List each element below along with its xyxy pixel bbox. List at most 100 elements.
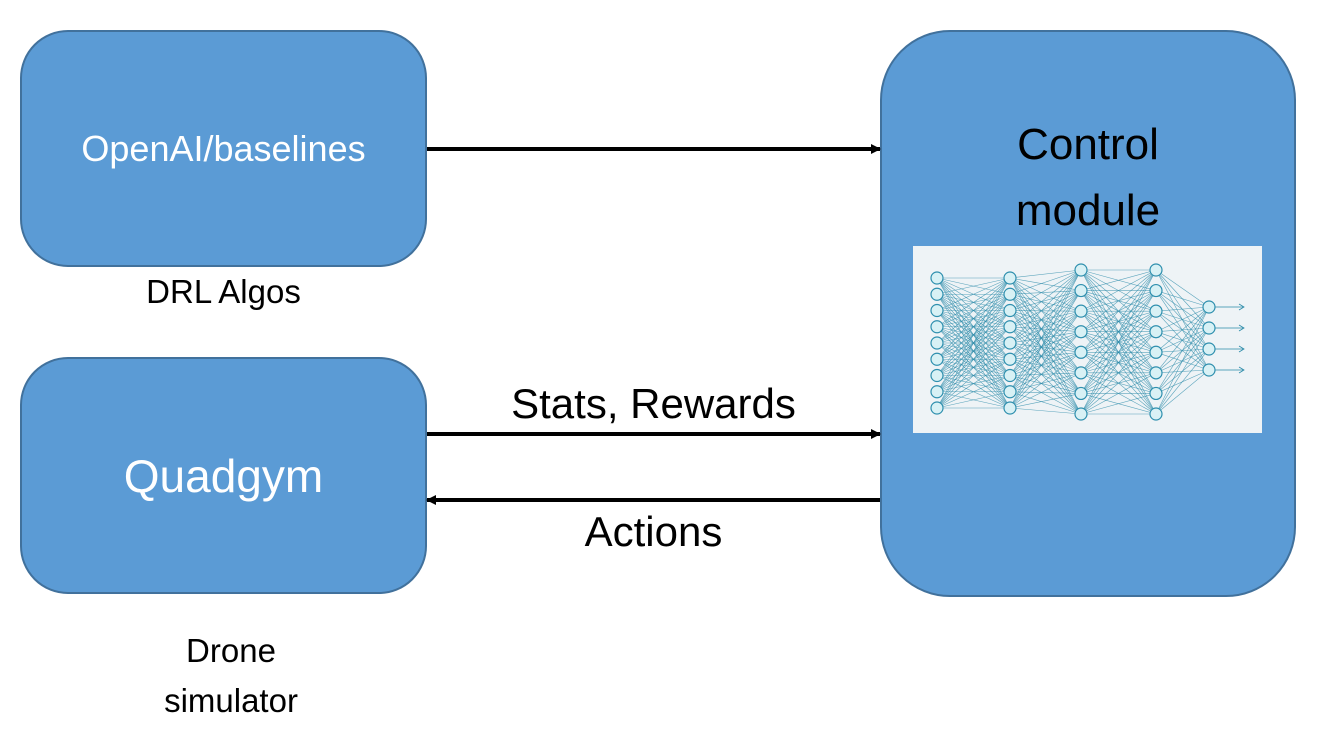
quadgym-label: Quadgym: [123, 449, 324, 502]
network-node: [1003, 336, 1017, 350]
neural-network-image: [913, 246, 1262, 433]
network-edge: [1009, 290, 1082, 344]
output-arrowhead: [1238, 324, 1245, 332]
network-edge: [1009, 331, 1082, 360]
network-edge: [936, 310, 1011, 409]
network-node: [930, 401, 944, 415]
network-node: [1003, 303, 1017, 318]
network-edge: [1009, 290, 1082, 360]
network-edge: [936, 359, 1011, 409]
network-edge: [936, 277, 1011, 392]
network-edge: [1009, 269, 1082, 344]
network-edge: [1009, 269, 1082, 327]
network-edge: [936, 277, 1011, 376]
network-edge: [1009, 290, 1082, 409]
network-edge: [1009, 269, 1082, 360]
network-edge: [936, 277, 1011, 344]
control-module-title-line2: module: [1015, 186, 1161, 235]
network-node: [1003, 401, 1017, 415]
network-edge: [1009, 269, 1082, 409]
network-edge: [1009, 310, 1082, 328]
network-edge: [936, 277, 1011, 311]
network-edge: [936, 277, 1011, 295]
network-edge: [1009, 290, 1082, 392]
network-node: [930, 385, 944, 399]
output-arrowhead: [1238, 303, 1245, 311]
network-edge: [1009, 293, 1082, 332]
network-edge: [1009, 372, 1082, 409]
network-edge: [1080, 393, 1157, 415]
network-edge: [1009, 310, 1082, 409]
network-edge: [1155, 306, 1210, 312]
network-edge: [1009, 269, 1082, 311]
network-edge: [1155, 306, 1210, 415]
network-node: [1149, 386, 1163, 401]
network-node: [1149, 366, 1163, 380]
control-module-title-line1: Control: [1017, 120, 1159, 169]
quadgym-box: Quadgym: [20, 357, 427, 594]
control-module-title: Control module: [1016, 112, 1160, 244]
network-node: [930, 287, 944, 301]
network-node: [1149, 304, 1163, 318]
network-edge: [1080, 269, 1157, 374]
drone-simulator-caption-line2: simulator: [164, 682, 298, 719]
network-node: [1003, 385, 1017, 399]
network-node: [1202, 342, 1216, 356]
network-node: [1074, 283, 1088, 298]
network-edge: [1155, 306, 1210, 332]
network-edge: [1009, 290, 1082, 328]
network-edge: [936, 375, 1011, 409]
network-edge: [1009, 277, 1082, 312]
network-edge: [1080, 269, 1157, 332]
network-edges: [936, 269, 1210, 415]
network-edge: [936, 342, 1011, 409]
network-edge: [1009, 331, 1082, 392]
network-edge: [936, 294, 1011, 409]
network-node: [1074, 263, 1088, 277]
network-node: [1149, 283, 1163, 298]
network-node: [1074, 325, 1088, 339]
network-edge: [1080, 269, 1157, 394]
network-edge: [1009, 352, 1082, 409]
actions-label: Actions: [584, 508, 723, 555]
network-edge: [1155, 306, 1210, 353]
network-edge: [1080, 352, 1157, 415]
network-edge: [1009, 290, 1082, 295]
network-node: [1003, 287, 1017, 301]
network-node: [1149, 325, 1163, 339]
network-node: [930, 336, 944, 350]
network-edge: [1009, 269, 1082, 376]
network-edge: [936, 277, 1011, 327]
network-node: [930, 352, 944, 366]
network-edge: [1080, 269, 1157, 291]
network-edge: [1009, 326, 1082, 333]
network-edge: [1009, 407, 1082, 415]
network-edge: [1155, 306, 1210, 394]
drl-algos-caption: DRL Algos: [146, 273, 301, 310]
network-edge: [936, 391, 1011, 409]
network-edge: [1009, 277, 1082, 332]
network-edge: [1155, 348, 1210, 415]
network-node: [930, 368, 944, 383]
network-edge: [936, 277, 1011, 409]
network-edge: [1080, 290, 1157, 415]
network-node: [930, 320, 944, 334]
network-edge: [1080, 331, 1157, 415]
network-edge: [1155, 290, 1210, 308]
drone-simulator-caption-line1: Drone: [186, 632, 276, 669]
network-node: [1149, 263, 1163, 277]
network-node: [1003, 271, 1017, 285]
network-edge: [936, 326, 1011, 409]
network-edge: [1155, 269, 1210, 308]
network-edge: [1009, 331, 1082, 344]
network-node: [1003, 352, 1017, 366]
network-node: [1149, 345, 1163, 359]
network-edge: [1080, 269, 1157, 353]
network-edge: [1009, 310, 1082, 333]
output-arrowhead: [1238, 345, 1245, 353]
network-edge: [1009, 310, 1082, 392]
network-edge: [1009, 331, 1082, 409]
network-edge: [1009, 269, 1082, 279]
network-edge: [1009, 293, 1082, 312]
network-edge: [936, 277, 1011, 360]
